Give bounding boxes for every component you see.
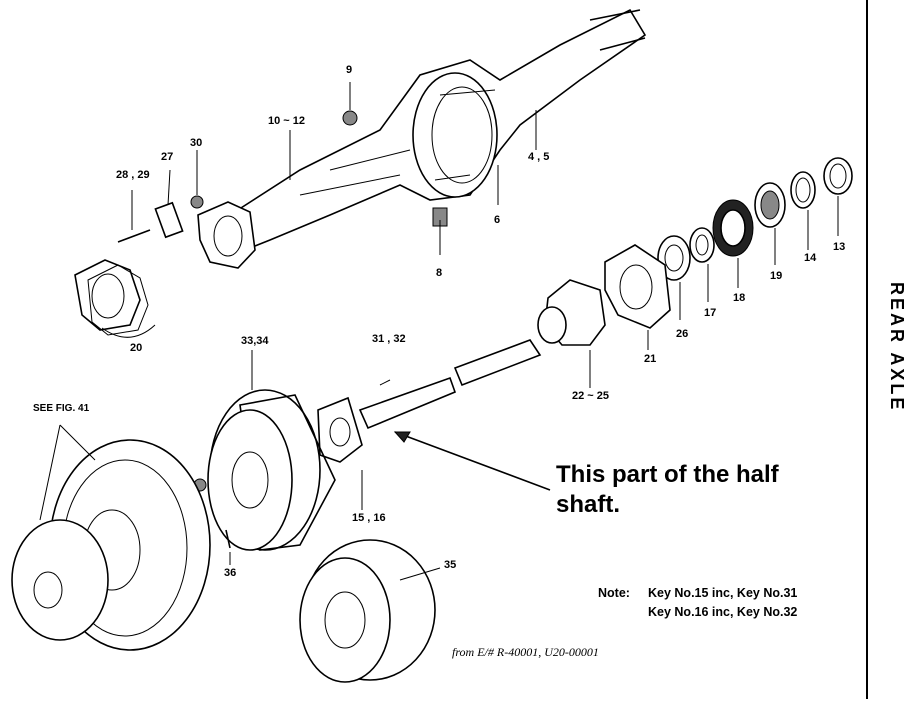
- label-part-27: 27: [161, 151, 174, 163]
- label-part-31-32: 31 , 32: [372, 333, 406, 345]
- label-part-10-12: 10 ~ 12: [268, 115, 306, 127]
- brake-drum-finned: [299, 539, 441, 683]
- label-part-6: 6: [494, 214, 501, 226]
- small-hardware: [117, 110, 448, 243]
- axle-housing: [228, 8, 647, 252]
- label-part-35: 35: [444, 559, 457, 571]
- bearing-housing: [537, 279, 606, 388]
- label-part-19: 19: [770, 270, 783, 282]
- label-part-8: 8: [436, 267, 443, 279]
- gasket-20: [74, 259, 156, 338]
- bearing-stack: [604, 157, 853, 350]
- half-shaft: [317, 339, 542, 510]
- callout-line-1: This part of the half: [556, 461, 779, 488]
- label-part-13: 13: [833, 241, 846, 253]
- side-title: REAR AXLE: [887, 282, 907, 413]
- label-part-9: 9: [346, 64, 353, 76]
- label-part-21: 21: [644, 353, 657, 365]
- label-part-36: 36: [224, 567, 237, 579]
- label-see-fig-41: SEE FIG. 41: [33, 403, 90, 414]
- label-part-18: 18: [733, 292, 746, 304]
- note-line-2: Key No.16 inc, Key No.32: [648, 605, 798, 619]
- leader-lines-top: [131, 82, 537, 255]
- brake-drum: [193, 350, 336, 565]
- wheel-assembly: [11, 424, 211, 651]
- label-part-4-5: 4 , 5: [528, 151, 550, 163]
- label-part-30: 30: [190, 137, 203, 149]
- axle-end-flange: [197, 201, 256, 269]
- callout-text: This part of the half shaft.: [556, 460, 779, 520]
- note-block: Note: Key No.15 inc, Key No.31 Key No.16 …: [598, 584, 797, 622]
- note-label: Note:: [598, 586, 630, 600]
- callout-arrow: [393, 431, 551, 491]
- label-part-14: 14: [804, 252, 817, 264]
- note-line-1: Key No.15 inc, Key No.31: [648, 586, 798, 600]
- label-part-17: 17: [704, 307, 717, 319]
- serial-range-text: from E/# R-40001, U20-00001: [452, 645, 599, 659]
- callout-line-2: shaft.: [556, 491, 621, 518]
- page-border-line: [866, 0, 868, 699]
- label-part-20: 20: [130, 342, 143, 354]
- label-part-33-34: 33,34: [241, 335, 269, 347]
- label-part-26: 26: [676, 328, 689, 340]
- label-part-15-16: 15 , 16: [352, 512, 386, 524]
- label-part-28-29: 28 , 29: [116, 169, 150, 181]
- label-part-22-25: 22 ~ 25: [572, 390, 610, 402]
